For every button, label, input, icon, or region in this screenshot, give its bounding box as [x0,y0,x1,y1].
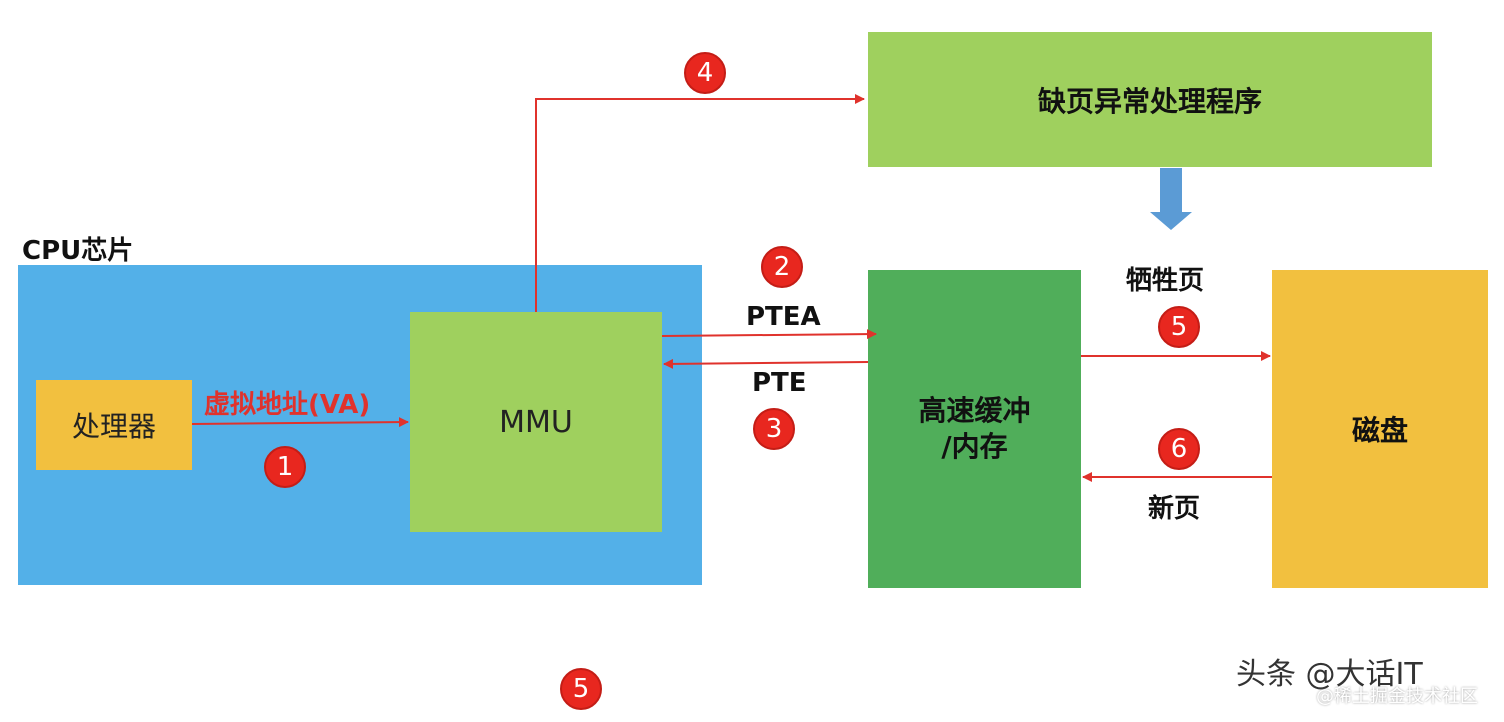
watermark-primary: 头条 @大话IT [1236,657,1423,692]
page-fault-handler-label: 缺页异常处理程序 [1037,84,1262,118]
step-badge-1: 1 [264,446,306,488]
watermark-secondary: @稀土掘金技术社区 [1316,686,1478,707]
step-badge-4: 4 [684,52,726,94]
step-badge-3: 3 [753,408,795,450]
step-badge-5-top: 5 [1158,306,1200,348]
pte-label: PTE [752,368,807,398]
new-page-label: 新页 [1148,494,1201,524]
step-badge-2: 2 [761,246,803,288]
cache-memory-box: 高速缓冲 /内存 [868,270,1081,588]
cache-memory-label-line1: 高速缓冲 [918,394,1031,427]
arrow-handler-down [1150,168,1192,230]
va-label: 虚拟地址(VA) [204,390,371,420]
step-badge-5-bottom: 5 [560,668,602,710]
victim-page-label: 牺牲页 [1126,266,1205,296]
processor-box: 处理器 [36,380,192,470]
cache-memory-label-line2: /内存 [941,430,1008,463]
mmu-label: MMU [499,404,573,440]
processor-label: 处理器 [71,410,156,443]
disk-box: 磁盘 [1272,270,1488,588]
step-badge-6: 6 [1158,428,1200,470]
disk-label: 磁盘 [1351,414,1408,447]
mmu-box: MMU [410,312,662,532]
page-fault-handler-box: 缺页异常处理程序 [868,32,1432,167]
ptea-label: PTEA [746,302,821,332]
cpu-chip-label: CPU芯片 [22,236,134,266]
